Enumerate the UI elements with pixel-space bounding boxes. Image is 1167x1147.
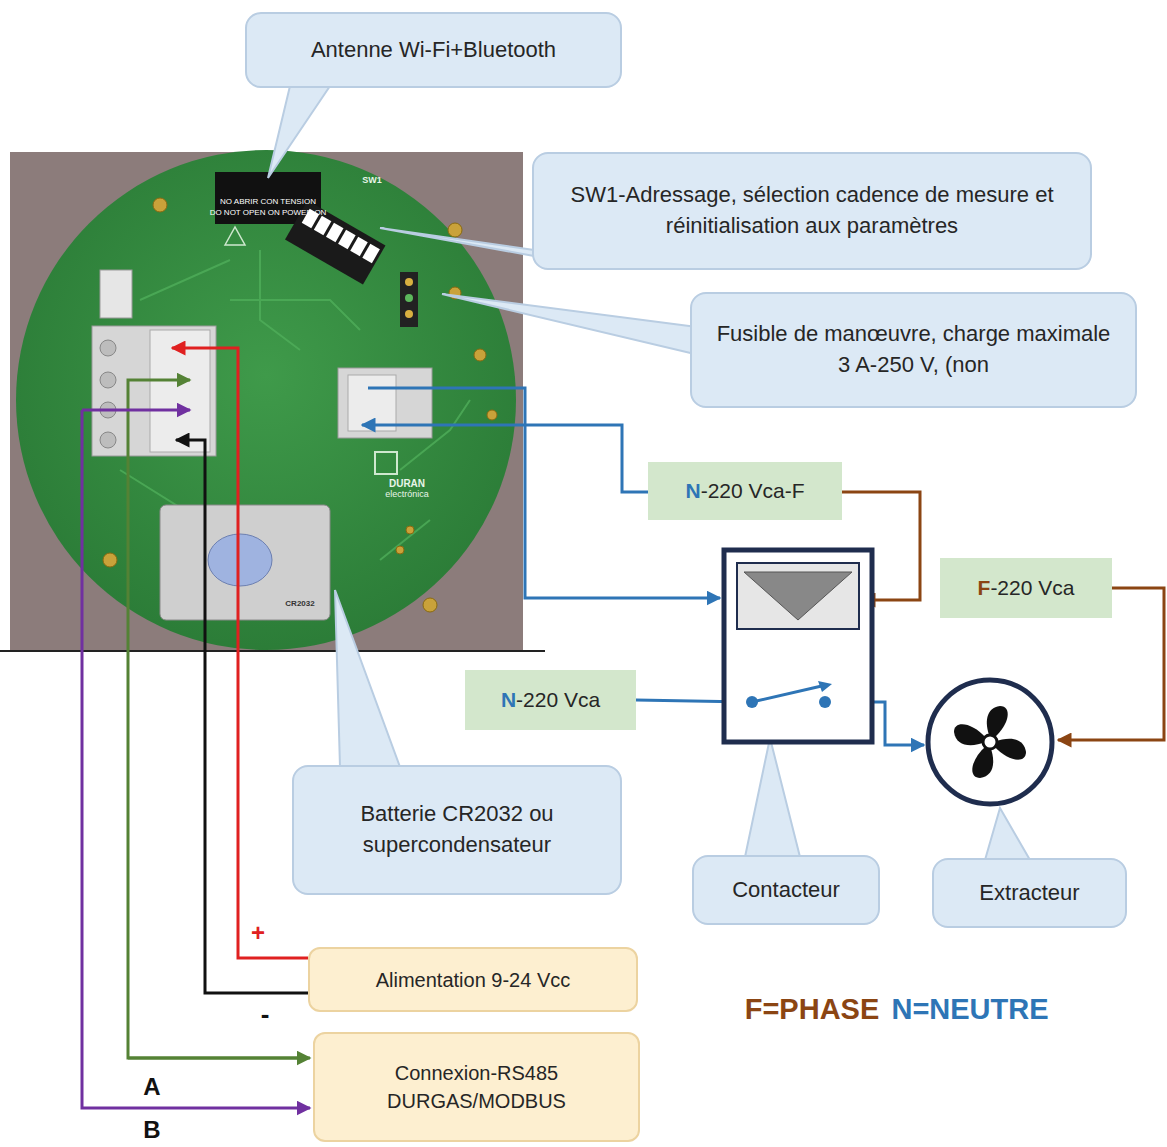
- wire-negative: [176, 440, 308, 993]
- silkscreen-text: DURAN: [389, 478, 425, 489]
- battery: [208, 534, 272, 586]
- supply-box: F-220 Vca: [940, 558, 1112, 618]
- node-text: Alimentation 9-24 Vcc: [376, 966, 571, 994]
- drawing-part: [405, 294, 413, 302]
- node-text: SW1-Adressage, sélection cadence de mesu…: [552, 180, 1072, 242]
- callout-box: Fusible de manœuvre, charge maximale 3 A…: [690, 292, 1137, 408]
- drawing-part: [474, 349, 486, 361]
- drawing-part: [103, 553, 117, 567]
- contact: [819, 696, 831, 708]
- drawing-part: [745, 738, 800, 857]
- drawing-part: [994, 739, 1026, 760]
- legend-note: F=PHASE: [745, 994, 880, 1026]
- signal-name: A: [143, 1074, 160, 1100]
- drawing-part: [406, 526, 414, 534]
- silkscreen-text: electrónica: [385, 490, 429, 500]
- drawing-part: [268, 86, 330, 178]
- drawing-part: [405, 310, 413, 318]
- callout-box: Extracteur: [932, 858, 1127, 928]
- battery-holder: [160, 505, 330, 620]
- silkscreen-text: NO ABRIR CON TENSION: [220, 198, 316, 207]
- legend-note: N=NEUTRE: [891, 994, 1048, 1026]
- drawing-part: [380, 520, 430, 560]
- contactor: [724, 550, 872, 742]
- node-text: Extracteur: [979, 878, 1079, 909]
- polarity-mark: +: [251, 920, 265, 946]
- wires: [82, 348, 1164, 1108]
- fuse-holder: [400, 272, 418, 327]
- supply-box: N-220 Vca-F: [648, 462, 842, 520]
- connection-box: Connexion-RS485 DURGAS/MODBUS: [313, 1032, 640, 1142]
- signal-name: B: [143, 1117, 160, 1143]
- switch-blade: [752, 685, 826, 702]
- drawing-part: [82, 410, 310, 1108]
- warning-symbol: [225, 227, 245, 245]
- wire-b: [82, 409, 190, 412]
- polarity-mark: -: [261, 1000, 270, 1029]
- drawing-part: [153, 198, 167, 212]
- callout-box: Antenne Wi-Fi+Bluetooth: [245, 12, 622, 88]
- node-text: Batterie CR2032 ou supercondensateur: [312, 799, 602, 861]
- terminal-screws: [100, 340, 116, 448]
- drawing-part: [260, 250, 300, 350]
- drawing-part: [448, 223, 462, 237]
- node-text: Fusible de manœuvre, charge maximale 3 A…: [710, 319, 1117, 381]
- drawing-part: [100, 372, 116, 388]
- drawing-part: [396, 546, 404, 554]
- drawing-part: [100, 340, 116, 356]
- callout-box: Batterie CR2032 ou supercondensateur: [292, 765, 622, 895]
- supply-box: N-220 Vca: [465, 670, 636, 730]
- drawing-part: [128, 1057, 310, 1060]
- drawing-part: [100, 432, 116, 448]
- drawing-part: [987, 706, 1008, 738]
- drawing-part: [487, 410, 497, 420]
- drawing-part: [818, 681, 832, 692]
- drawing-part: [230, 300, 360, 330]
- silkscreen-text: CR2032: [285, 600, 314, 609]
- logo: [375, 452, 397, 474]
- drawing-part: [348, 375, 396, 431]
- silkscreen-text: SW1: [362, 176, 382, 186]
- drawing-part: [985, 808, 1030, 860]
- silkscreen-text: DO NOT OPEN ON POWER ON: [210, 209, 327, 218]
- connection-box: Alimentation 9-24 Vcc: [308, 947, 638, 1012]
- drawing-part: [140, 260, 230, 300]
- node-text: N-220 Vca-F: [685, 476, 804, 505]
- fan-icon: [954, 706, 1026, 778]
- coil-symbol: [744, 572, 852, 620]
- pcb-board: [16, 150, 516, 650]
- node-text: F-220 Vca: [978, 573, 1075, 602]
- drawing-part: [442, 294, 720, 360]
- wire-relay-c: [362, 425, 648, 492]
- drawing-part: [954, 724, 986, 745]
- wire-a: [128, 380, 308, 1058]
- node-text: Antenne Wi-Fi+Bluetooth: [311, 35, 556, 66]
- drawing-part: [972, 746, 993, 778]
- drawing-part: [335, 590, 400, 767]
- contactor-coil: [737, 563, 859, 629]
- node-text: Contacteur: [732, 875, 840, 906]
- prog-connector: [100, 270, 132, 318]
- drawing-part: [405, 278, 413, 286]
- terminal-block: [92, 326, 216, 456]
- drawing-part: [983, 735, 997, 749]
- drawing-part: [423, 598, 437, 612]
- extractor: [928, 680, 1052, 804]
- callout-box: SW1-Adressage, sélection cadence de mesu…: [532, 152, 1092, 270]
- node-text: Connexion-RS485 DURGAS/MODBUS: [331, 1059, 622, 1115]
- drawing-part: [362, 244, 380, 263]
- node-text: N-220 Vca: [501, 685, 600, 714]
- callout-box: Contacteur: [692, 855, 880, 925]
- relay-terminal: [338, 368, 432, 438]
